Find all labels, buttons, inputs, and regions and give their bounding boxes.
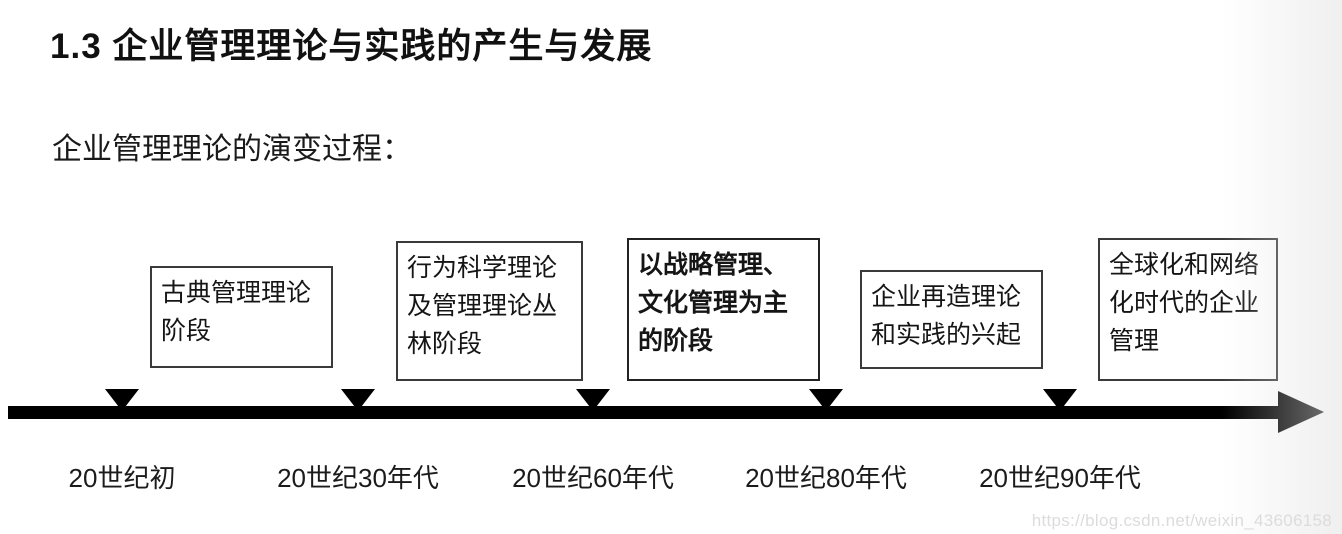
page-title: 1.3 企业管理理论与实践的产生与发展	[50, 27, 653, 66]
era-label-1: 20世纪初	[68, 463, 176, 493]
timeline-axis-line	[8, 406, 1280, 419]
era-label-2: 20世纪30年代	[277, 463, 439, 493]
stage-box-5[interactable]: 全球化和网络 化时代的企业 管理	[1098, 238, 1278, 381]
timeline-marker-triangle-icon-4	[809, 389, 843, 411]
timeline-marker-triangle-icon-3	[576, 389, 610, 411]
timeline-marker-triangle-icon-5	[1043, 389, 1077, 411]
era-label-4: 20世纪80年代	[745, 463, 907, 493]
timeline-arrowhead-icon	[1278, 391, 1324, 433]
stage-box-4[interactable]: 企业再造理论 和实践的兴起	[860, 270, 1043, 369]
stage-box-2[interactable]: 行为科学理论 及管理理论丛 林阶段	[396, 241, 583, 381]
timeline-marker-triangle-icon-2	[341, 389, 375, 411]
watermark-text: https://blog.csdn.net/weixin_43606158	[1031, 511, 1332, 530]
era-label-3: 20世纪60年代	[512, 463, 674, 493]
page-subtitle: 企业管理理论的演变过程：	[52, 133, 412, 166]
timeline-marker-triangle-icon-1	[105, 389, 139, 411]
stage-box-1[interactable]: 古典管理理论 阶段	[150, 266, 333, 368]
stage-box-3[interactable]: 以战略管理、 文化管理为主 的阶段	[627, 238, 820, 381]
era-label-5: 20世纪90年代	[979, 463, 1141, 493]
